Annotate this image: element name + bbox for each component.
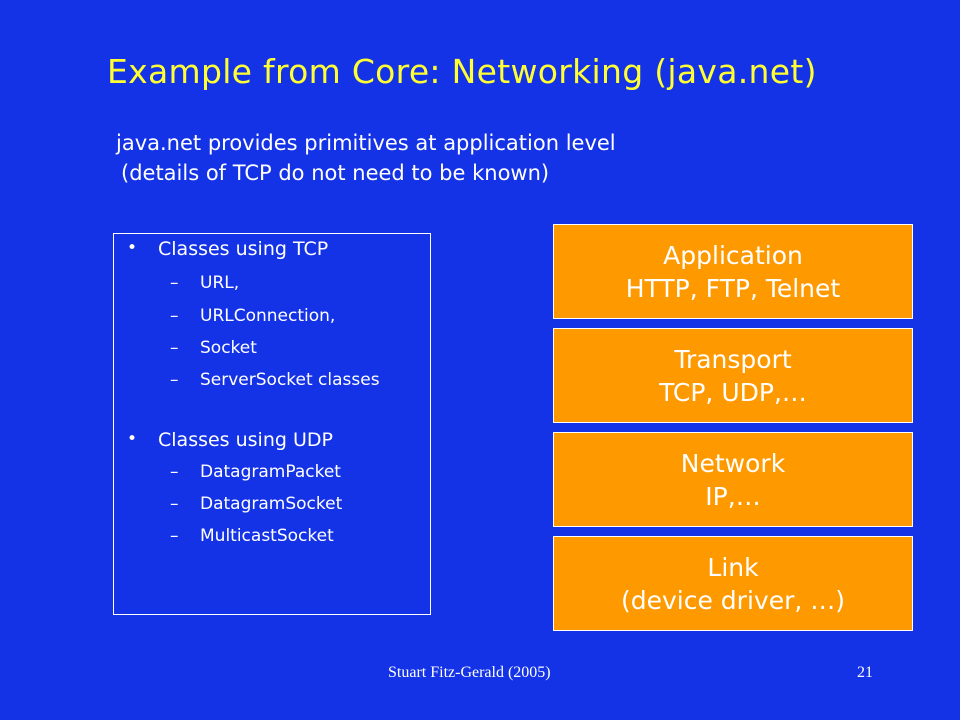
layer-protocols: HTTP, FTP, Telnet — [625, 273, 841, 303]
layer-network: Network IP,… — [553, 432, 913, 527]
list-item-text: DatagramSocket — [200, 494, 343, 514]
dash-icon: – — [170, 526, 179, 546]
layer-name: Application — [663, 240, 803, 270]
dash-icon: – — [170, 494, 179, 514]
layer-link: Link (device driver, …) — [553, 536, 913, 631]
layer-name: Network — [680, 448, 786, 478]
layer-transport: Transport TCP, UDP,… — [553, 328, 913, 423]
layer-name: Link — [707, 552, 759, 582]
layer-protocols: IP,… — [705, 481, 761, 511]
udp-group-label: Classes using UDP — [158, 429, 333, 451]
list-item: – DatagramPacket — [170, 462, 341, 482]
layer-protocols: (device driver, …) — [620, 585, 845, 615]
dash-icon: – — [170, 338, 179, 358]
layer-name: Transport — [674, 344, 792, 374]
list-item-text: DatagramPacket — [200, 462, 341, 482]
page-number: 21 — [857, 664, 873, 681]
tcp-group-label: Classes using TCP — [158, 238, 329, 260]
list-item: – ServerSocket classes — [170, 370, 380, 390]
footer-credit: Stuart Fitz-Gerald (2005) — [388, 664, 551, 681]
list-item: – URLConnection, — [170, 306, 335, 326]
subtitle-line-2: (details of TCP do not need to be known) — [121, 161, 550, 185]
list-item: – Socket — [170, 338, 257, 358]
list-item: – MulticastSocket — [170, 526, 334, 546]
slide-title: Example from Core: Networking (java.net) — [107, 52, 817, 91]
list-item: – DatagramSocket — [170, 494, 342, 514]
list-item-text: ServerSocket classes — [200, 370, 380, 390]
list-item-text: URL, — [200, 273, 240, 293]
dash-icon: – — [170, 370, 179, 390]
list-item-text: Socket — [200, 338, 257, 358]
bullet-icon: • — [127, 238, 138, 258]
layer-protocols: TCP, UDP,… — [659, 377, 807, 407]
dash-icon: – — [170, 273, 179, 293]
list-item-text: URLConnection, — [200, 306, 336, 326]
list-item-text: MulticastSocket — [200, 526, 334, 546]
list-item: – URL, — [170, 273, 239, 293]
dash-icon: – — [170, 306, 179, 326]
bullet-icon: • — [127, 429, 138, 449]
dash-icon: – — [170, 462, 179, 482]
slide-subtitle: java.net provides primitives at applicat… — [116, 128, 616, 188]
classes-box: • Classes using TCP – URL, – URLConnection… — [113, 233, 431, 615]
subtitle-line-1: java.net provides primitives at applicat… — [116, 131, 616, 155]
layer-application: Application HTTP, FTP, Telnet — [553, 224, 913, 319]
